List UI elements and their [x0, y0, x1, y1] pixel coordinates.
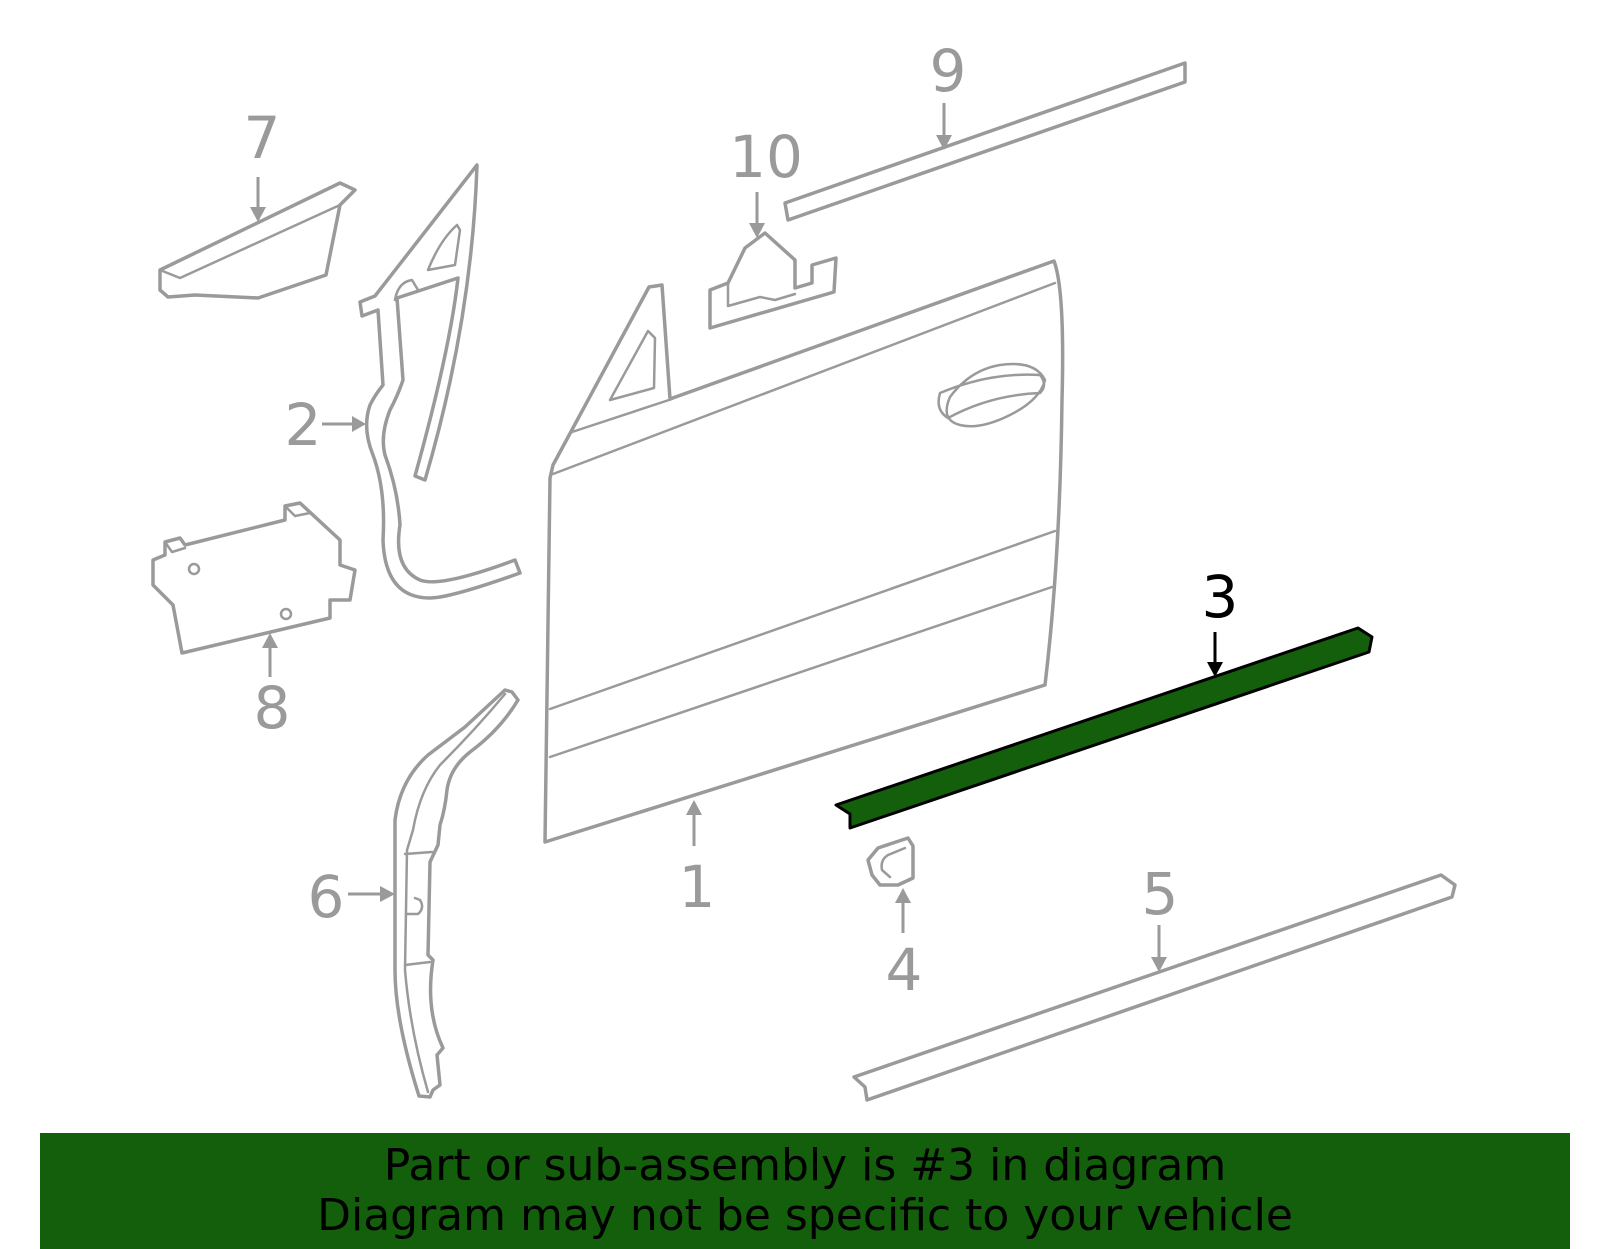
callout-arrows: [250, 103, 1223, 972]
callout-5: 5: [1142, 860, 1179, 928]
callout-1: 1: [679, 853, 716, 921]
part-9-belt-molding: [783, 61, 1187, 222]
callout-7: 7: [244, 104, 281, 172]
part-4-clip: [866, 836, 915, 887]
callout-9: 9: [930, 37, 967, 105]
part-1-door: [543, 259, 1065, 844]
callout-2: 2: [285, 391, 322, 459]
part-10-garnish: [708, 231, 838, 330]
callout-4: 4: [886, 936, 923, 1004]
part-2-frame: [358, 163, 522, 600]
callout-10: 10: [729, 123, 803, 191]
banner-line-disclaimer: Diagram may not be specific to your vehi…: [317, 1190, 1293, 1241]
callout-3: 3: [1202, 563, 1239, 631]
banner-line-part: Part or sub-assembly is #3 in diagram: [383, 1140, 1227, 1191]
callout-6: 6: [308, 863, 345, 931]
part-7-trim: [158, 181, 357, 300]
info-banner: Part or sub-assembly is #3 in diagram Di…: [40, 1133, 1570, 1249]
part-3-molding-highlighted: [834, 626, 1374, 830]
part-5-lower-molding: [852, 873, 1457, 1102]
part-8-bracket: [151, 501, 357, 655]
part-6-trim: [393, 688, 520, 1099]
callout-8: 8: [254, 674, 291, 742]
